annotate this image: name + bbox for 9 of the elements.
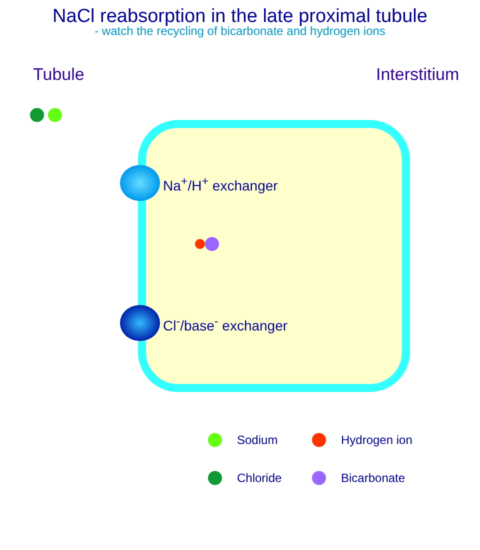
legend-label: Chloride: [237, 471, 282, 485]
legend-label: Bicarbonate: [341, 471, 406, 485]
legend-label: Sodium: [237, 433, 278, 447]
transporter-label: Na$^{+}$/H$^{+}$ exchanger: [163, 175, 278, 194]
transporter-label: Cl$^{-}$/base$^{-}$ exchanger: [163, 315, 288, 334]
title: NaCl reabsorption in the late proximal tubule: [52, 6, 428, 27]
region-label: Interstitium: [376, 65, 460, 85]
region-label: Tubule: [33, 65, 84, 85]
legend-label: Hydrogen ion: [341, 433, 412, 447]
